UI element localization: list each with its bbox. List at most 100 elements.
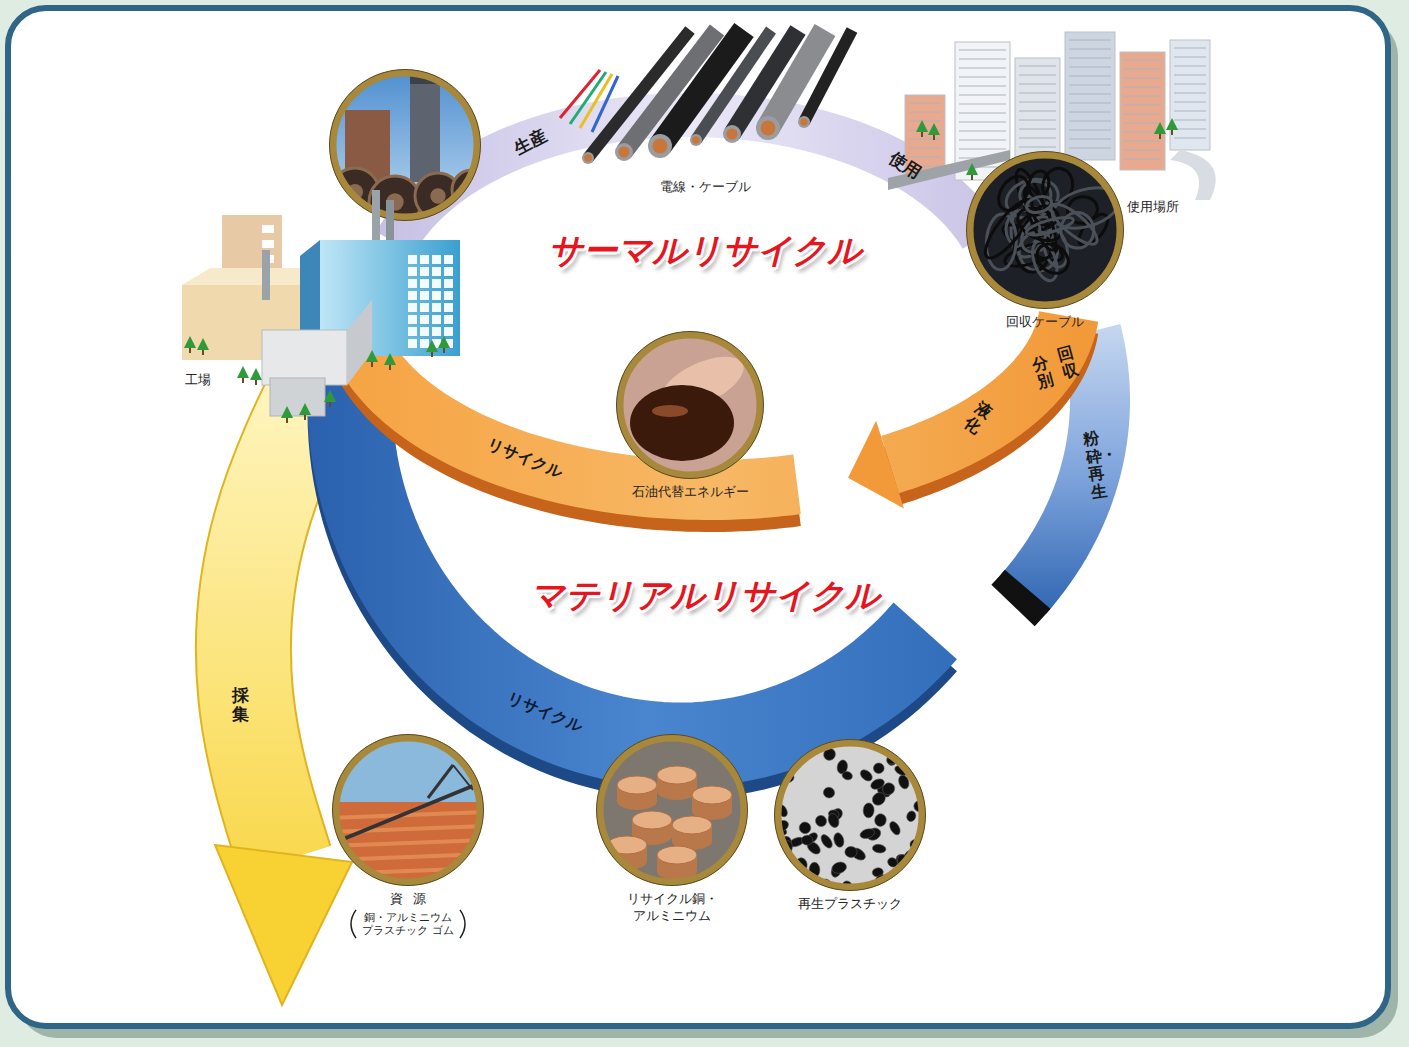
tree-crown: [197, 338, 209, 350]
building-window: [1069, 139, 1111, 140]
tree-trunk: [202, 350, 204, 355]
factory-window: [444, 267, 453, 276]
building-window: [1069, 112, 1111, 113]
cable-end: [615, 143, 633, 161]
node-caption: 資源: [314, 891, 502, 908]
copper-core: [618, 146, 629, 157]
building-window: [909, 112, 941, 113]
tree-crown: [281, 406, 293, 418]
plastic-pellet: [908, 874, 921, 887]
factory-window: [408, 267, 417, 276]
tree-crown: [299, 403, 311, 415]
picture-caption: 使用場所: [1127, 199, 1179, 215]
copper-core: [653, 139, 668, 154]
building-window: [959, 59, 1006, 60]
copper-disc-top: [617, 776, 657, 794]
building-window: [1069, 121, 1111, 122]
building-window: [1174, 138, 1206, 139]
factory-window: [444, 303, 453, 312]
cable-wire: [592, 76, 618, 132]
copper-disc-side: [617, 792, 657, 810]
factory-annex: [262, 330, 347, 385]
building-window: [1069, 76, 1111, 77]
factory-window: [432, 303, 441, 312]
building-window: [1069, 130, 1111, 131]
building-window: [1124, 69, 1161, 70]
building-window: [1124, 96, 1161, 97]
photo-picture: [773, 738, 927, 892]
building-window: [1124, 159, 1161, 160]
cable-end: [756, 116, 780, 140]
photo-circle-node: 再生プラスチック: [756, 738, 944, 913]
building-window: [1069, 58, 1111, 59]
plastic-pellet: [874, 813, 888, 828]
building-window: [1069, 49, 1111, 50]
photo-content: [331, 733, 485, 887]
photo-rim-edge: [597, 735, 748, 886]
copper-disc-side: [657, 782, 697, 800]
factory-window: [420, 339, 429, 348]
factory-window: [408, 327, 417, 336]
tree-crown: [916, 120, 928, 132]
photo-picture: [331, 733, 485, 887]
bracket-left: [351, 910, 356, 938]
loop-title: マテリアルリサイクル: [530, 575, 880, 616]
flow-label: 採集: [232, 686, 249, 723]
picture-caption: 電線・ケーブル: [660, 179, 751, 195]
tree-crown: [966, 163, 978, 175]
cable-coil: [1039, 165, 1076, 206]
tree-crown: [1166, 118, 1178, 130]
factory-window: [408, 291, 417, 300]
building-window: [959, 131, 1006, 132]
tree-trunk: [389, 365, 391, 370]
building-window: [1124, 141, 1161, 142]
tree-trunk: [286, 418, 288, 423]
copper-disc-top: [657, 846, 697, 864]
node-caption: 石油代替エネルギー: [598, 484, 782, 501]
factory-chimney: [372, 190, 380, 240]
building-window: [959, 113, 1006, 114]
factory-window: [444, 291, 453, 300]
photo-rim-edge: [775, 740, 926, 891]
building-window: [1019, 147, 1056, 148]
building-window: [959, 50, 1006, 51]
tree-trunk: [304, 415, 306, 420]
plastic-pellet: [822, 786, 836, 800]
plastic-pellet: [773, 879, 786, 892]
factory-window: [432, 279, 441, 288]
tree-crown: [384, 353, 396, 365]
tree-trunk: [933, 135, 935, 140]
crush-band-end: [1013, 589, 1028, 605]
liquefy-arrowhead: [848, 421, 904, 509]
cable-coil: [1025, 214, 1075, 239]
factory-window: [420, 255, 429, 264]
photo-conveyor: [341, 785, 475, 840]
cable-coil: [1048, 181, 1124, 236]
factory-window: [262, 240, 274, 248]
building-window: [1019, 138, 1056, 139]
building-window: [1124, 150, 1161, 151]
plastic-pellet: [797, 820, 813, 836]
building-window: [1019, 84, 1056, 85]
factory-window: [408, 255, 417, 264]
factory-window: [444, 279, 453, 288]
building-window: [1124, 87, 1161, 88]
factory-window: [420, 267, 429, 276]
photo-tower: [410, 82, 440, 182]
factory-window: [444, 315, 453, 324]
plastic-pellet: [777, 738, 793, 750]
building-window: [1174, 129, 1206, 130]
photo-content: [965, 150, 1125, 310]
photo-picture: [965, 150, 1125, 310]
tree-crown: [1154, 122, 1166, 134]
photo-circle-node: 資源銅・アルミニウム プラスチック ゴム: [314, 733, 502, 937]
city-ramp: [1170, 150, 1216, 200]
plastic-pellet: [844, 846, 857, 858]
tree-trunk: [1159, 134, 1161, 139]
building-window: [909, 148, 941, 149]
tree-crown: [426, 340, 438, 352]
cable-coil: [1031, 238, 1074, 279]
tree-crown: [237, 366, 249, 378]
photo-picture: [595, 733, 749, 887]
